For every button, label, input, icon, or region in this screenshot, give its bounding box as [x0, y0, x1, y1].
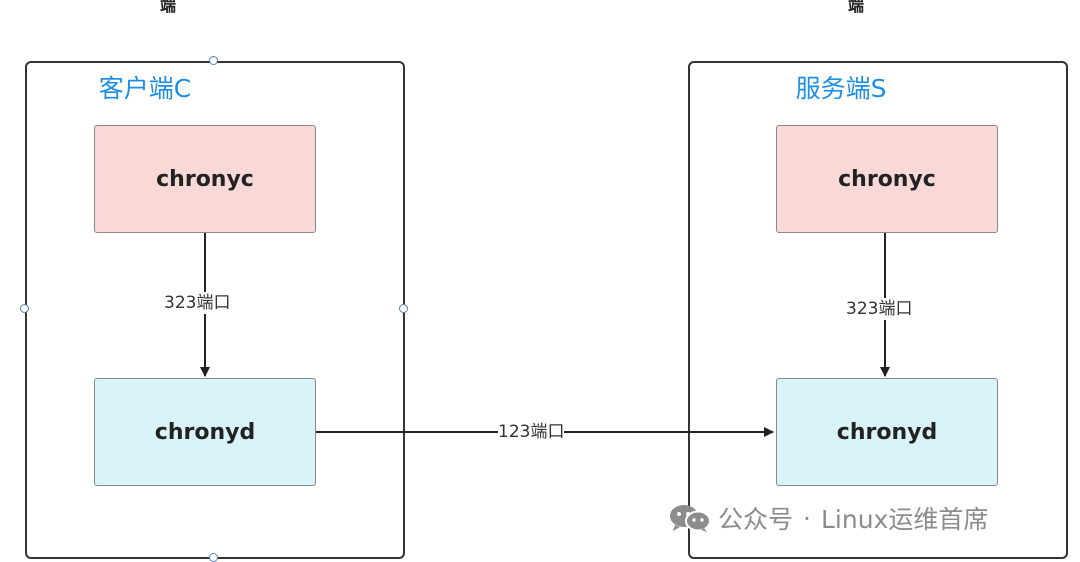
- watermark-author: Linux运维首席: [820, 505, 989, 534]
- client-title: 客户端C: [98, 74, 192, 103]
- wechat-icon: [670, 505, 711, 532]
- top-cut-label-right: 端: [848, 0, 865, 15]
- server-title: 服务端S: [795, 74, 887, 103]
- client-port-label: 323端口: [164, 292, 231, 314]
- server-port-label: 323端口: [846, 298, 913, 320]
- server-chronyd-node[interactable]: chronyd: [776, 378, 998, 486]
- link-port-label: 123端口: [498, 421, 565, 443]
- client-chronyc-node[interactable]: chronyc: [94, 125, 316, 233]
- selection-handle-top[interactable]: [209, 56, 218, 65]
- server-chronyc-node[interactable]: chronyc: [776, 125, 998, 233]
- selection-handle-left[interactable]: [20, 304, 29, 313]
- watermark: 公众号 · Linux运维首席: [668, 500, 988, 536]
- selection-handle-right[interactable]: [399, 304, 408, 313]
- watermark-separator: ·: [803, 503, 811, 533]
- top-cut-label-left: 端: [160, 0, 177, 15]
- client-chronyd-node[interactable]: chronyd: [94, 378, 316, 486]
- watermark-label: 公众号: [718, 505, 794, 534]
